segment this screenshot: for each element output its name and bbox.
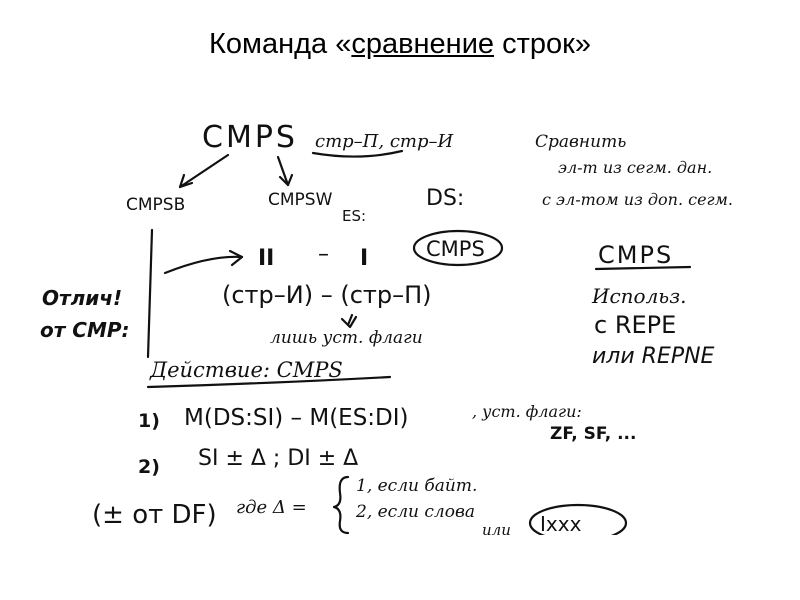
- left-vertical-line: [146, 228, 154, 359]
- note-mark-ii: II: [258, 246, 274, 271]
- note-side-2: эл-т из сегм. дан.: [558, 158, 712, 177]
- arrow-to-ii: [163, 255, 244, 275]
- note-side-3: с эл-том из доп. сегм.: [542, 190, 733, 209]
- note-side-1: Сравнить: [535, 132, 626, 152]
- note-es-label: ES:: [342, 207, 366, 225]
- note-minus: –: [318, 242, 329, 267]
- note-ds-label: DS:: [426, 186, 464, 211]
- underline-right-cmps: [594, 265, 692, 271]
- note-step1-num: 1): [138, 410, 160, 432]
- note-or-repne: или REPNE: [592, 344, 715, 369]
- note-step1-expr: M(DS:SI) – M(ES:DI): [184, 405, 409, 431]
- note-boxed-xxxx: Ixxx: [540, 512, 582, 535]
- note-top-cmd: CMPS: [202, 120, 298, 155]
- handwritten-notes-drawing: CMPS стр–П, стр–И CMPSB CMPSW ES: DS: Ср…: [40, 120, 733, 535]
- note-boxed-cmps: CMPS: [426, 237, 485, 261]
- note-mark-i: I: [360, 246, 368, 271]
- note-left-1: Отлич!: [42, 286, 122, 310]
- note-top-args: стр–П, стр–И: [315, 131, 453, 152]
- title-suffix: строк»: [494, 28, 591, 60]
- underline-args: [311, 149, 404, 158]
- title-prefix: Команда «: [209, 28, 352, 60]
- slide-title: Команда «сравнение строк»: [0, 28, 800, 61]
- note-use-label: Использ.: [591, 284, 686, 308]
- arrow-to-cmpsw: [276, 155, 290, 187]
- note-only-flags: лишь уст. флаги: [270, 328, 423, 348]
- note-pm: (± от DF): [92, 500, 217, 530]
- note-where-delta: где Δ =: [236, 497, 307, 518]
- oval-around-cmps: [412, 229, 504, 267]
- note-right-cmps: CMPS: [598, 241, 673, 269]
- note-step2-expr: SI ± Δ ; DI ± Δ: [198, 446, 358, 471]
- note-step1-flags: ZF, SF, ...: [550, 424, 636, 444]
- arrowhead-cmpsw: [278, 173, 294, 187]
- oval-around-xxxx: [528, 503, 628, 535]
- title-underlined-word: сравнение: [351, 28, 495, 60]
- small-arrow-to-flags: [340, 313, 358, 329]
- handwritten-notes: CMPS стр–П, стр–И CMPSB CMPSW ES: DS: Ср…: [30, 105, 775, 535]
- note-step1-note: , уст. флаги:: [472, 402, 582, 421]
- underline-action: [146, 375, 392, 389]
- note-or-label: или: [482, 521, 511, 535]
- note-step2-num: 2): [138, 456, 160, 478]
- arrowhead-ii: [228, 249, 244, 267]
- note-left-2: от CMP:: [40, 318, 130, 342]
- note-diff-expr: (стр–И) – (стр–П): [222, 281, 432, 309]
- note-delta-2: 2, если слова: [355, 502, 475, 522]
- note-delta-1: 1, если байт.: [356, 476, 477, 496]
- note-variant-w: CMPSW: [268, 190, 333, 210]
- arrowhead-cmpsb: [178, 173, 194, 189]
- note-with-repe: с REPE: [594, 311, 676, 339]
- note-variant-b: CMPSB: [126, 195, 185, 215]
- note-action-label: Действие: CMPS: [149, 358, 343, 382]
- arrow-to-cmpsb: [178, 153, 230, 189]
- delta-brace: [332, 475, 350, 535]
